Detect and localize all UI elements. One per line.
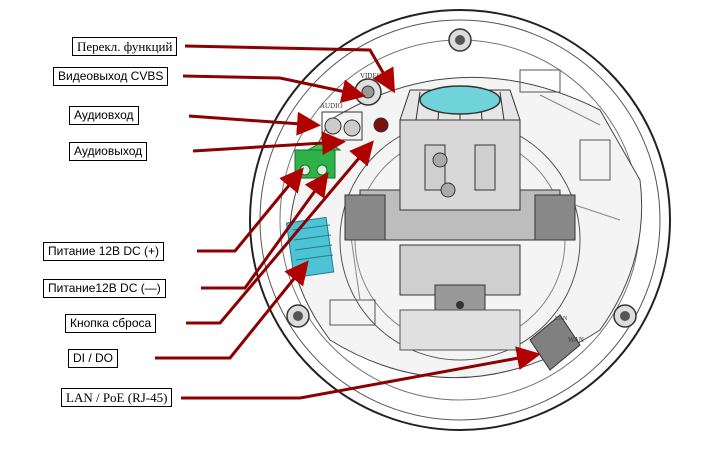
lens-assembly [344,85,576,351]
lens-glass [419,85,501,115]
screw-icon [613,304,637,328]
screw-icon [448,28,472,52]
dido-terminal-block [285,216,335,279]
callout-lan [181,346,541,400]
lan-port [529,314,581,371]
label-function-switch: Перекл. функций [72,37,178,56]
callout-function-switch [184,44,396,94]
video-connector [354,78,382,106]
callout-dido [155,260,309,360]
label-audio-in: Аудиовход [69,106,139,125]
audio-mark: AUDIO [320,102,343,110]
callout-reset [186,140,374,325]
function-switch-icon [373,117,389,133]
callout-lines [155,44,541,400]
callout-audio-in [188,111,321,136]
callout-power-plus [197,167,304,253]
label-power-minus: Питание12В DC (—) [43,279,166,298]
callout-cvbs [182,74,366,103]
label-power-plus: Питание 12В DC (+) [43,242,165,261]
label-audio-out: Аудиовыход [69,142,148,161]
label-reset-button: Кнопка сброса [65,314,157,333]
screw-icon [286,304,310,328]
label-dido: DI / DO [68,349,119,368]
label-lan-poe: LAN / PoE (RJ-45) [61,388,173,407]
lan-mark: LAN [555,316,568,322]
video-mark: VIDEO [360,72,382,80]
callout-audio-out [192,131,346,156]
callout-power-minus [201,172,329,290]
label-cvbs-output: Видеовыход CVBS [53,67,169,86]
wan-mark: WAN [568,336,584,344]
audio-connectors [321,111,363,141]
